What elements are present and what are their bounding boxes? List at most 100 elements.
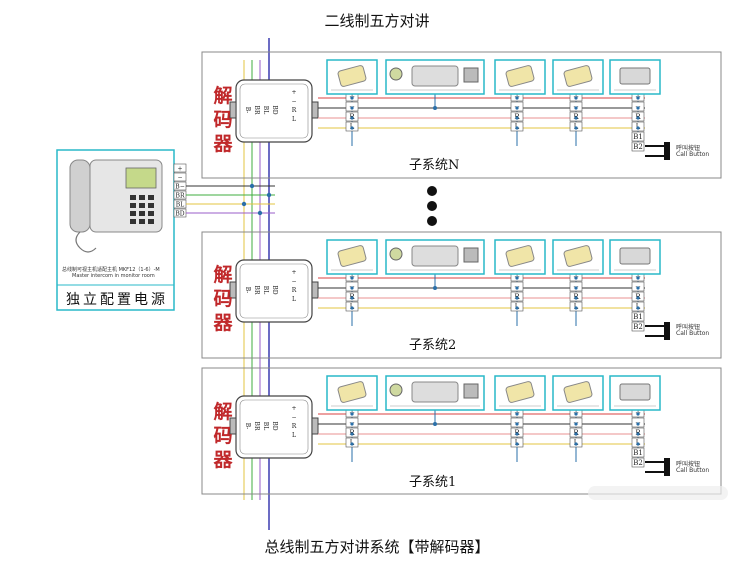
call-button-label-en: Call Button <box>676 151 710 158</box>
wire-junction <box>350 286 354 290</box>
device-thumbnail <box>494 375 546 411</box>
call-button-icon <box>664 322 670 340</box>
wire-junction <box>350 126 354 130</box>
wire-junction <box>515 276 519 280</box>
wire-junction <box>350 306 354 310</box>
wire-junction <box>350 422 354 426</box>
wire-junction <box>636 296 640 300</box>
decoder-char: 器 <box>213 312 233 334</box>
device-handset-image <box>505 381 535 403</box>
master-display <box>125 167 157 189</box>
decoder-char: 码 <box>213 109 233 131</box>
master-keypad-key <box>148 211 154 216</box>
call-button-label-en: Call Button <box>676 330 710 337</box>
device-handset-image <box>337 381 367 403</box>
wire-junction <box>636 412 640 416</box>
device-handset-image <box>563 381 593 403</box>
bus-junction <box>249 183 255 189</box>
master-device-text-cn: 总线制可视主机适配主机 MKF12（1-6）-M <box>62 267 160 273</box>
wire-junction <box>515 116 519 120</box>
watermark-blur <box>588 486 728 500</box>
decoder-gland-right <box>311 281 319 299</box>
wire-junction <box>574 422 578 426</box>
device-terminal <box>631 321 645 332</box>
device-panel-image <box>411 381 459 403</box>
subsystem-label-1: 子系统1 <box>409 475 457 490</box>
wire-junction <box>636 286 640 290</box>
decoder-pin-label: B- <box>244 423 251 430</box>
master-cord <box>75 231 97 253</box>
decoder-gland-right <box>311 417 319 435</box>
decoder-char: 解 <box>213 264 233 286</box>
decoder-pin-label: BR <box>253 106 260 115</box>
master-terminal <box>173 163 187 173</box>
wire-junction <box>515 432 519 436</box>
wire-junction <box>574 442 578 446</box>
wire-junction <box>574 306 578 310</box>
subsystem-label-2: 子系统2 <box>409 338 457 353</box>
master-keypad-key <box>139 219 145 224</box>
device-terminal-label: B2 <box>633 459 643 467</box>
decoder-pin-label: − <box>291 278 296 285</box>
wire-junction <box>433 286 437 290</box>
decoder-pin-label: L <box>292 296 296 303</box>
master-power-caption: 独立配置电源 <box>66 292 168 308</box>
device-terminal <box>631 447 645 458</box>
device-amplifier-image <box>619 383 651 401</box>
device-amplifier-image <box>619 247 651 265</box>
device-sensor-image <box>463 383 479 399</box>
decoder-pin-label: BR <box>253 286 260 295</box>
decoder-pin-label: BL <box>262 286 269 294</box>
wire-junction <box>515 126 519 130</box>
device-handset-image <box>505 245 535 267</box>
wire-junction <box>515 442 519 446</box>
wire-junction <box>515 96 519 100</box>
bus-junction <box>266 192 272 198</box>
ellipsis-dot <box>427 186 437 196</box>
decoder-gland-right <box>311 101 319 119</box>
decoder-pin-label: BD <box>271 285 278 294</box>
device-sensor-image <box>463 247 479 263</box>
device-handset-image <box>337 65 367 87</box>
device-handset-image <box>563 245 593 267</box>
decoder-pin-label: B- <box>244 107 251 114</box>
device-sensor-image <box>463 67 479 83</box>
device-terminal-label: B2 <box>633 143 643 151</box>
ellipsis-dot <box>427 216 437 226</box>
decoder-pin-label: − <box>291 414 296 421</box>
decoder-pin-label: BR <box>253 422 260 431</box>
device-camera-image <box>389 383 403 397</box>
call-button-label-cn: 呼叫按钮 <box>676 461 701 468</box>
wire-junction <box>350 412 354 416</box>
subsystem-label-n: 子系统N <box>409 158 460 173</box>
wire-junction <box>636 96 640 100</box>
bus-junction <box>257 210 263 216</box>
wire-junction <box>636 106 640 110</box>
device-terminal-label: B1 <box>633 449 643 457</box>
decoder-gland-left <box>229 101 237 119</box>
wire-junction <box>515 106 519 110</box>
diagram-caption: 总线制五方对讲系统【带解码器】 <box>264 538 490 556</box>
wire-junction <box>515 296 519 300</box>
wire-junction <box>350 106 354 110</box>
wire-junction <box>636 116 640 120</box>
master-keypad-key <box>139 195 145 200</box>
device-panel-image <box>411 245 459 267</box>
device-camera-image <box>389 247 403 261</box>
master-keypad-key <box>130 203 136 208</box>
wire-junction <box>515 412 519 416</box>
wire-junction <box>636 276 640 280</box>
decoder-label-n: 解 码 器 <box>212 84 234 156</box>
wire-junction <box>636 126 640 130</box>
master-terminal-label: BR <box>176 193 185 200</box>
call-button-label-en: Call Button <box>676 467 710 474</box>
decoder-inner <box>239 83 309 139</box>
decoder-gland-left <box>229 281 237 299</box>
device-terminal <box>631 457 645 468</box>
bus-junction <box>241 201 247 207</box>
master-keypad-key <box>148 219 154 224</box>
wire-junction <box>350 296 354 300</box>
wire-junction <box>515 306 519 310</box>
wire-junction <box>574 286 578 290</box>
